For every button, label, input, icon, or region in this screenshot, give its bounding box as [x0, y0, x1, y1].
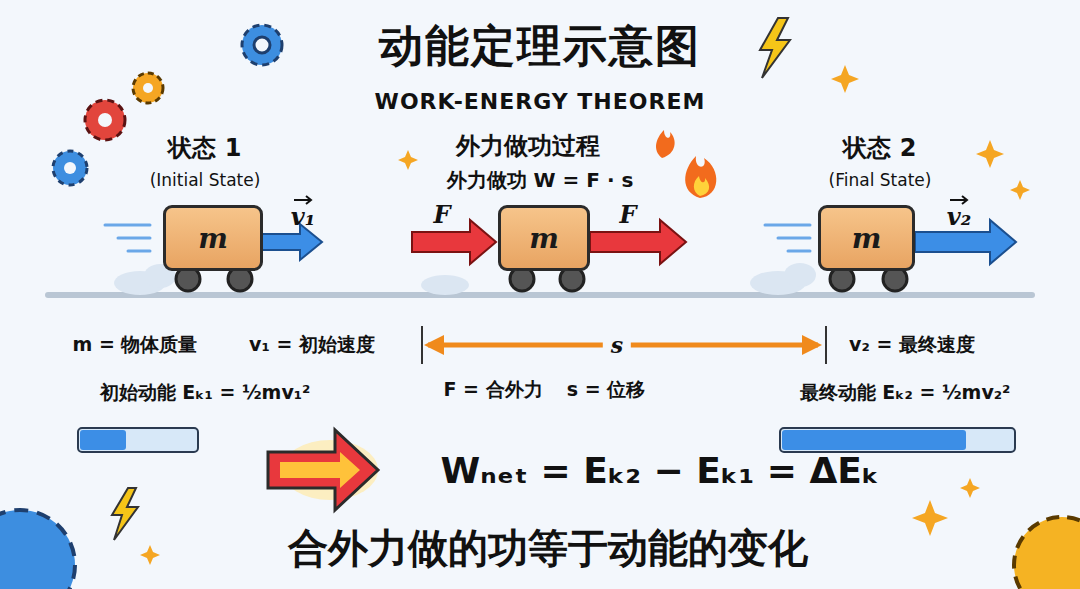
lightning-icon	[112, 488, 138, 540]
title: 动能定理示意图	[379, 17, 701, 76]
energy-formula: 最终动能 Eₖ₂ = ½mv₂²	[800, 380, 1011, 406]
dimension-tick	[421, 326, 423, 364]
result-arrow	[268, 430, 378, 510]
force-label: F	[433, 200, 450, 229]
legend-text: v₁ = 初始速度	[249, 332, 375, 358]
lightning-icon	[760, 18, 790, 78]
theorem-formula: Wₙₑₜ = Eₖ₂ − Eₖ₁ = ΔEₖ	[441, 450, 880, 491]
force-arrow	[590, 220, 686, 264]
gear-icon	[0, 25, 1080, 589]
state-label: 状态 2	[843, 132, 916, 164]
legend-text: s = 位移	[567, 377, 645, 403]
sparkle	[140, 65, 1030, 565]
work-formula: 外力做功 W = F · s	[447, 167, 634, 194]
process-label: 外力做功过程	[456, 130, 600, 162]
energy-fill	[782, 430, 966, 450]
velocity-label: v₁	[291, 202, 315, 231]
state-sub: (Final State)	[829, 170, 932, 190]
ground-line	[45, 292, 1035, 298]
displacement-label: s	[603, 332, 631, 358]
state-sub: (Initial State)	[150, 170, 261, 190]
legend-text: F = 合外力	[443, 377, 542, 403]
legend-text: m = 物体质量	[73, 332, 198, 358]
energy-bar	[780, 428, 1015, 452]
force-arrow	[412, 220, 496, 264]
energy-fill	[80, 430, 126, 450]
velocity-label: v₂	[947, 202, 971, 231]
cart-box: m	[498, 205, 590, 271]
cart-box: m	[163, 205, 263, 271]
energy-bar	[78, 428, 198, 452]
flame-icon	[656, 130, 716, 198]
mass-label: m	[852, 222, 882, 255]
subtitle: WORK-ENERGY THEOREM	[375, 89, 706, 114]
legend-text: v₂ = 最终速度	[849, 332, 975, 358]
mass-label: m	[529, 222, 559, 255]
caption: 合外力做的功等于动能的变化	[288, 521, 808, 576]
cart-box: m	[818, 205, 915, 271]
mass-label: m	[198, 222, 228, 255]
energy-formula: 初始动能 Eₖ₁ = ½mv₁²	[100, 380, 311, 406]
dimension-tick	[825, 326, 827, 364]
force-label: F	[619, 200, 636, 229]
state-label: 状态 1	[168, 132, 241, 164]
